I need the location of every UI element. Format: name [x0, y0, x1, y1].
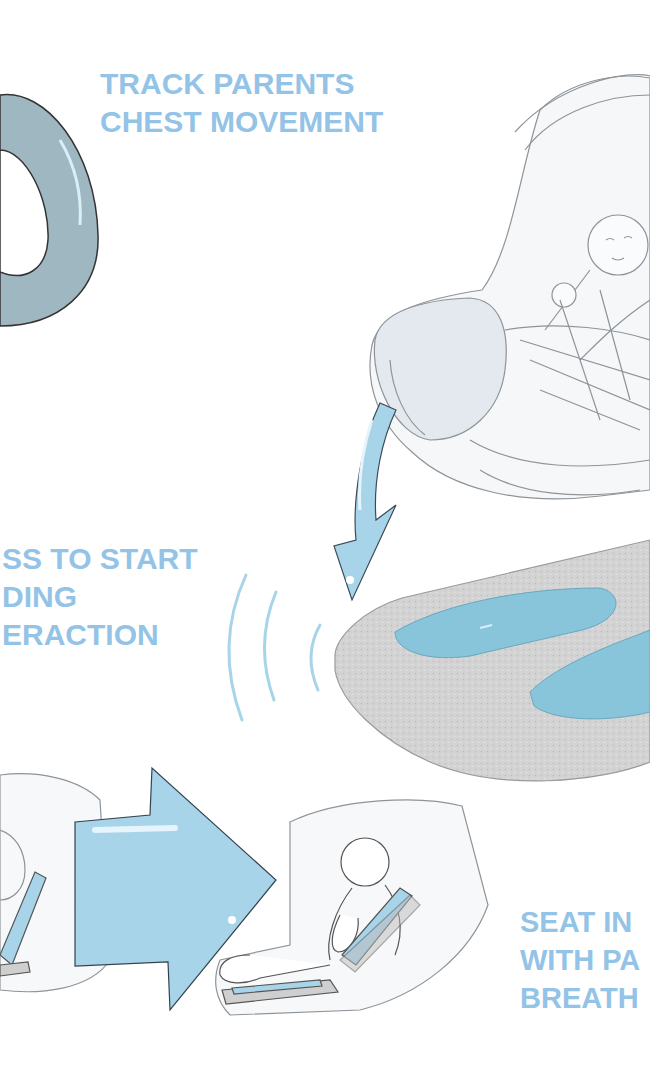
arrow-dot: [228, 916, 236, 924]
arrow-highlight: [360, 420, 373, 510]
callout-label: SS TO START DING ERACTION: [2, 540, 214, 654]
chest-band: [0, 94, 98, 326]
car-seat: [370, 75, 650, 499]
arrow-dot: [346, 576, 354, 584]
callout-label: SEAT IN WITH PA BREATH: [520, 903, 646, 1017]
callout-label: TRACK PARENTS CHEST MOVEMENT: [100, 65, 400, 141]
signal-waves: [229, 575, 320, 720]
band-highlight: [60, 140, 80, 225]
arrow-highlight: [95, 828, 175, 830]
seat-sketch-right: [216, 800, 488, 1015]
flow-arrow: [334, 403, 396, 600]
seat-cushion: [335, 540, 650, 781]
